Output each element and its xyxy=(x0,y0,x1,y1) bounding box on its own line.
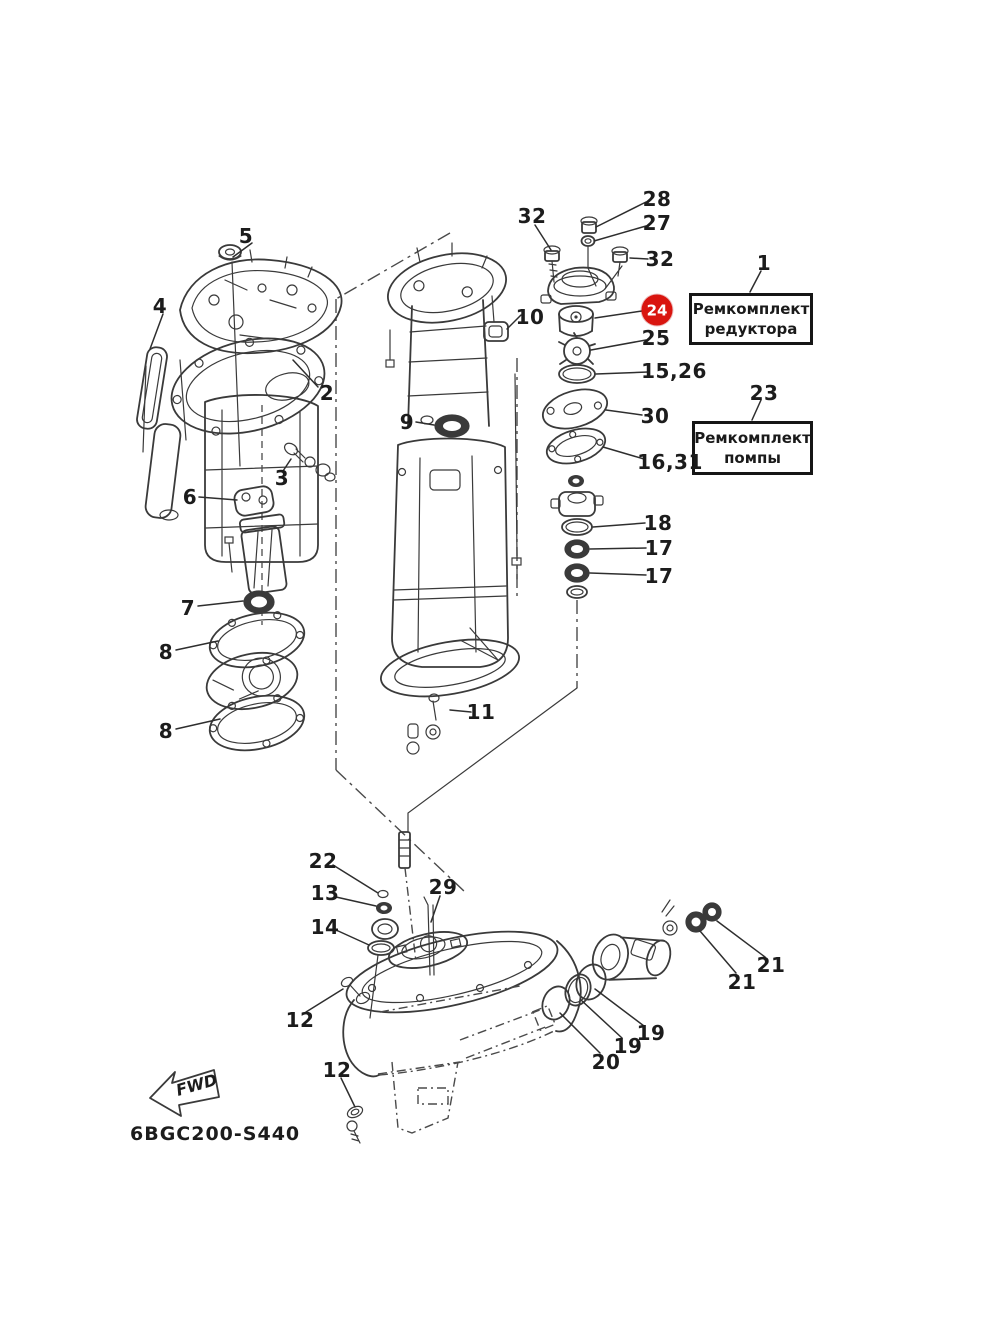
callout-22: 22 xyxy=(308,849,338,873)
callout-8: 8 xyxy=(158,719,174,743)
callout-32: 32 xyxy=(517,204,547,228)
callout-14: 14 xyxy=(310,915,340,939)
section-divider-lines xyxy=(335,232,578,893)
callout-20: 20 xyxy=(591,1050,621,1074)
callout-2: 2 xyxy=(319,381,335,405)
kit-box-gear-line2: редуктора xyxy=(704,320,798,338)
callout-30: 30 xyxy=(640,404,670,428)
callout-18: 18 xyxy=(643,511,673,535)
callout-17: 17 xyxy=(644,536,674,560)
water-pump-stack-drawing xyxy=(511,216,629,599)
callout-6: 6 xyxy=(182,485,198,509)
callout-9: 9 xyxy=(399,410,415,434)
kit-box-pump-repair: Ремкомплект помпы xyxy=(692,421,813,475)
callout-1: 1 xyxy=(756,251,772,275)
highlighted-callout-24: 24 xyxy=(641,294,673,326)
kit-box-pump-line1: Ремкомплект xyxy=(694,428,811,447)
callout-5: 5 xyxy=(238,224,254,248)
callout-11: 11 xyxy=(466,700,496,724)
callout-29: 29 xyxy=(428,875,458,899)
callout-19: 19 xyxy=(636,1021,666,1045)
callout-15,26: 15,26 xyxy=(641,359,707,383)
callout-21: 21 xyxy=(727,970,757,994)
callout-8: 8 xyxy=(158,640,174,664)
driveshaft-housing-drawing xyxy=(380,242,520,755)
callout-13: 13 xyxy=(310,881,340,905)
callout-12: 12 xyxy=(322,1058,352,1082)
callout-23: 23 xyxy=(749,381,779,405)
drawing-code: 6BGC200-S440 xyxy=(130,1123,300,1145)
callout-10: 10 xyxy=(515,305,545,329)
callout-32: 32 xyxy=(645,247,675,271)
callout-25: 25 xyxy=(641,326,671,350)
callout-28: 28 xyxy=(642,187,672,211)
kit-box-gear-repair: Ремкомплект редуктора xyxy=(689,293,813,345)
callout-4: 4 xyxy=(152,294,168,318)
upper-casing-assembly-drawing xyxy=(136,244,343,752)
callout-16,31: 16,31 xyxy=(637,450,703,474)
callout-21: 21 xyxy=(756,953,786,977)
callout-19: 19 xyxy=(613,1034,643,1058)
callout-3: 3 xyxy=(274,466,290,490)
callout-7: 7 xyxy=(180,596,196,620)
callout-12: 12 xyxy=(285,1008,315,1032)
kit-box-pump-line2: помпы xyxy=(724,449,781,467)
callout-17: 17 xyxy=(644,564,674,588)
callout-27: 27 xyxy=(642,211,672,235)
gear-case-assembly-drawing xyxy=(340,831,722,1144)
leader-lines xyxy=(149,201,766,1108)
kit-box-gear-line1: Ремкомплект xyxy=(692,299,810,318)
